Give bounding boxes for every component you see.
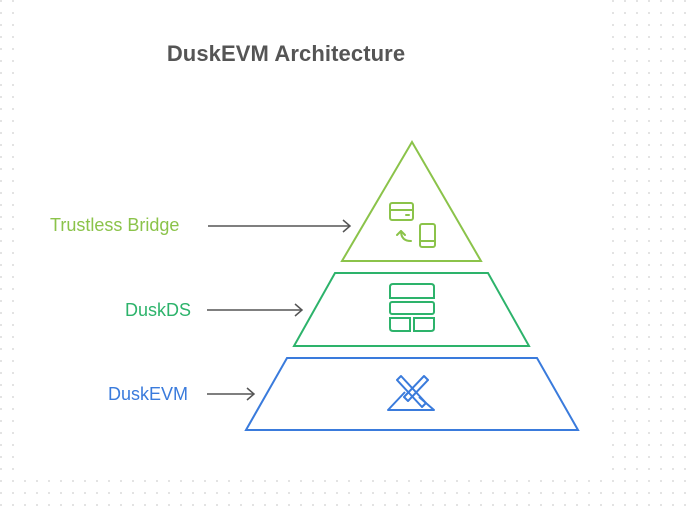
diagram-title: DuskEVM Architecture [166,41,406,66]
layer-label-duskds: DuskDS [125,300,192,320]
arrow-duskevm [207,387,256,401]
storage-blocks-icon [389,283,435,332]
layer-label-duskevm: DuskEVM [108,384,189,404]
arrow-trustless-bridge [208,219,352,233]
layer-label-trustless-bridge: Trustless Bridge [50,215,180,235]
layer-shape-duskevm[interactable] [244,357,580,431]
layer-shape-trustless-bridge[interactable] [340,140,483,262]
card-to-phone-transfer-icon [389,202,436,248]
crossed-tools-mountain-icon [387,375,435,411]
arrow-duskds [207,303,304,317]
layer-shape-duskds[interactable] [292,272,531,347]
